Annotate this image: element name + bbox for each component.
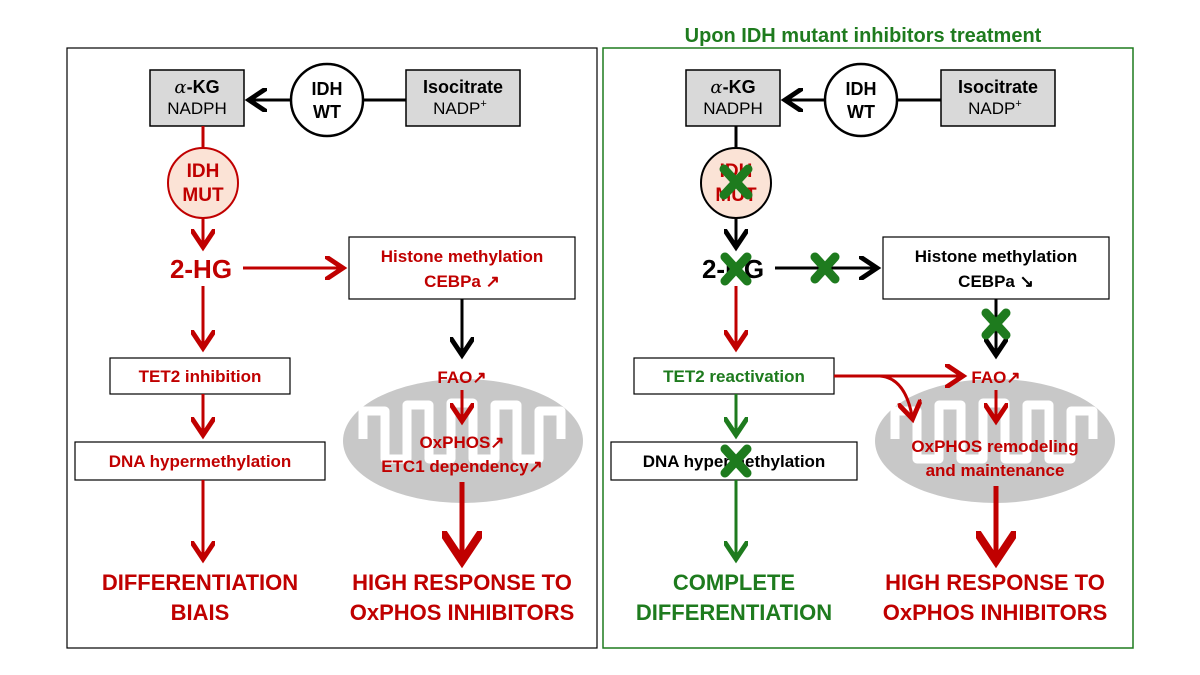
right-nadp-label: NADP+ (968, 98, 1022, 118)
right-tet2-box (633, 357, 835, 395)
right-tet2-label: TET2 reactivation (663, 367, 805, 386)
right-isocitrate-label: Isocitrate (958, 77, 1038, 97)
right-histone-box (882, 236, 1110, 300)
right-arrow-tet2-to-oxphos (879, 374, 912, 416)
left-2hg-label: 2-HG (170, 254, 232, 284)
right-2hg-histone-inhibit-x-icon (810, 252, 840, 284)
left-idh-wt-line1: IDH (312, 79, 343, 99)
left-histone-line2: CEBPa ↗ (424, 272, 500, 291)
right-outcome2-line1: HIGH RESPONSE TO (885, 570, 1105, 595)
left-oxphos-line1: OxPHOS↗ (419, 433, 504, 452)
left-idh-mut-line2: MUT (182, 185, 224, 206)
right-outcome2-line2: OxPHOS INHIBITORS (883, 600, 1108, 625)
right-panel-title: Upon IDH mutant inhibitors treatment (685, 25, 1042, 47)
left-dna-label: DNA hypermethylation (109, 452, 292, 471)
right-akg-box (685, 69, 781, 127)
right-histone-line1: Histone methylation (915, 247, 1077, 266)
right-histone-line2: CEBPa ↘ (958, 272, 1034, 291)
left-isocitrate-label: Isocitrate (423, 77, 503, 97)
left-outcome1-line2: BIAIS (171, 600, 230, 625)
right-idhmut-inhibit-x-icon (719, 164, 753, 200)
left-dna-box (74, 441, 326, 481)
right-outcome1-line1: COMPLETE (673, 570, 795, 595)
right-2hg-inhibit-x-icon (720, 252, 752, 286)
right-idh-wt-circle (823, 62, 899, 138)
right-panel-frame (602, 47, 1134, 649)
left-histone-line1: Histone methylation (381, 247, 543, 266)
right-fao-label: FAO↗ (971, 368, 1020, 387)
right-histone-fao-inhibit-x-icon (981, 308, 1011, 340)
left-panel-frame (66, 47, 598, 649)
right-akg-label: α-KG (710, 77, 755, 98)
left-nadp-label: NADP+ (433, 98, 487, 118)
left-akg-label: α-KG (174, 77, 219, 98)
left-isocitrate-box (405, 69, 521, 127)
left-idh-mut-circle (167, 147, 239, 219)
left-histone-box (348, 236, 576, 300)
right-isocitrate-box (940, 69, 1056, 127)
right-oxphos-line1: OxPHOS remodeling (911, 437, 1078, 456)
right-outcome1-line2: DIFFERENTIATION (636, 600, 832, 625)
left-tet2-box (109, 357, 291, 395)
left-tet2-label: TET2 inhibition (139, 367, 262, 386)
left-idh-wt-circle (289, 62, 365, 138)
left-nadph-label: NADPH (167, 99, 227, 118)
left-outcome1-line1: DIFFERENTIATION (102, 570, 298, 595)
right-nadph-label: NADPH (703, 99, 763, 118)
right-oxphos-line2: and maintenance (926, 461, 1065, 480)
left-fao-label: FAO↗ (437, 368, 486, 387)
right-dna-inhibit-x-icon (720, 444, 752, 478)
right-idh-wt-line2: WT (847, 102, 875, 122)
left-oxphos-line2: ETC1 dependency↗ (381, 457, 543, 476)
left-akg-box (149, 69, 245, 127)
left-idh-wt-line2: WT (313, 102, 341, 122)
left-idh-mut-line1: IDH (187, 161, 220, 182)
left-outcome2-line2: OxPHOS INHIBITORS (350, 600, 575, 625)
right-idh-wt-line1: IDH (846, 79, 877, 99)
left-outcome2-line1: HIGH RESPONSE TO (352, 570, 572, 595)
